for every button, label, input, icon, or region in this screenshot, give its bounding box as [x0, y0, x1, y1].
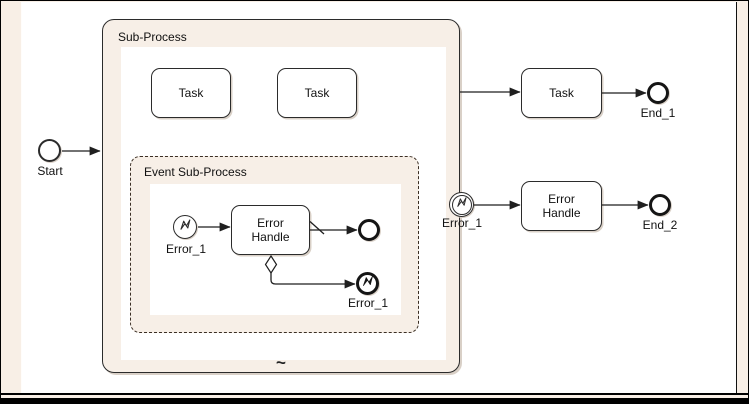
error-start-event[interactable] — [173, 215, 197, 239]
end-2-event[interactable] — [649, 194, 671, 216]
error-zigzag-outline-icon — [178, 217, 193, 237]
error-zigzag-filled-icon — [361, 274, 375, 293]
end-2-label: End_2 — [642, 218, 678, 232]
start-event[interactable] — [38, 139, 61, 162]
event-subprocess-label: Event Sub-Process — [144, 165, 247, 179]
error-end-event[interactable] — [356, 272, 379, 295]
boundary-error-inner-ring — [451, 194, 472, 215]
task-1[interactable]: Task — [151, 68, 231, 118]
outer-error-handle-task[interactable]: Error Handle — [521, 181, 602, 231]
window-bottom-bar — [1, 398, 748, 403]
adhoc-tilde-marker: ~ — [276, 353, 286, 372]
boundary-error-event[interactable] — [449, 192, 474, 217]
error-end-label: Error_1 — [347, 296, 388, 310]
error-handle-label: Error Handle — [251, 216, 290, 244]
task-2[interactable]: Task — [277, 68, 357, 118]
end-1-label: End_1 — [640, 106, 676, 120]
boundary-error-label: Error_1 — [441, 216, 482, 230]
outer-task-label: Task — [549, 86, 574, 100]
task-2-label: Task — [304, 86, 330, 100]
outer-task[interactable]: Task — [521, 68, 602, 118]
error-start-label: Error_1 — [165, 242, 206, 256]
subprocess-label: Sub-Process — [118, 30, 187, 44]
error-handle-task[interactable]: Error Handle — [231, 205, 310, 255]
canvas-bottom-border — [1, 393, 748, 395]
outer-error-handle-label: Error Handle — [542, 192, 581, 220]
end-event-plain[interactable] — [358, 219, 380, 241]
error-zigzag-outline-icon — [455, 195, 469, 214]
task-1-label: Task — [178, 86, 204, 100]
start-event-label: Start — [37, 164, 63, 178]
end-1-event[interactable] — [647, 82, 669, 104]
